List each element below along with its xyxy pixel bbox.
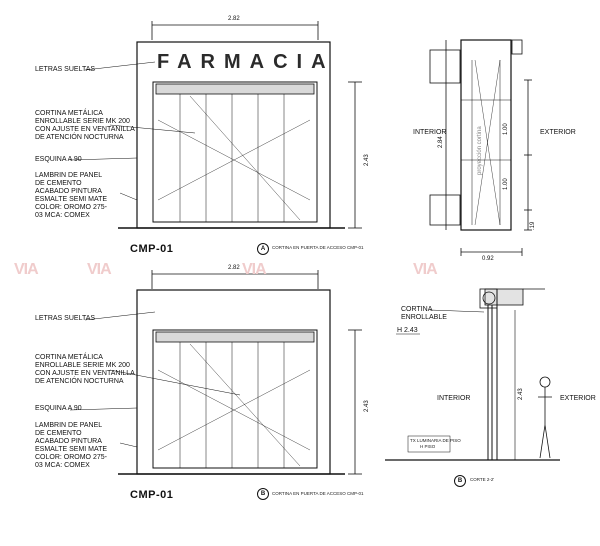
label-letras-sueltas: LETRAS SUELTAS <box>35 66 96 73</box>
sign-letters: FARMACIA <box>157 51 335 73</box>
plan-seg-1: 1.00 <box>503 123 509 135</box>
elev-top-code: CMP-01 <box>130 243 174 255</box>
elev-bottom-height-dim: 2.43 <box>364 400 370 412</box>
elev-top-marker: A <box>257 243 269 255</box>
label-cortina: CORTINA METÁLICA ENROLLABLE SERIE MK 200… <box>35 354 135 385</box>
plan-bottom-dim: 0.92 <box>482 256 494 262</box>
section-marker: B <box>454 475 466 487</box>
label-esquina: ESQUINA A 90 <box>35 405 82 412</box>
section-note-2: H PISO <box>420 444 436 449</box>
plan-exterior-label: EXTERIOR <box>540 129 576 136</box>
section-exterior-label: EXTERIOR <box>560 395 596 402</box>
label-esquina: ESQUINA A 90 <box>35 156 82 163</box>
elev-top-width-dim: 2.82 <box>228 16 240 22</box>
section-height-dim: 2.43 <box>518 388 524 400</box>
elev-top-height-dim: 2.43 <box>364 154 370 166</box>
watermark: VIA <box>87 261 112 278</box>
plan-seg-2: 1.00 <box>503 178 509 190</box>
label-letras-sueltas: LETRAS SUELTAS <box>35 315 96 322</box>
section-interior-label: INTERIOR <box>437 395 471 402</box>
watermark: VIA <box>242 261 267 278</box>
label-lambrin: LAMBRIN DE PANEL DE CEMENTO ACABADO PINT… <box>35 172 108 219</box>
elev-bottom-width-dim: 2.82 <box>228 265 240 271</box>
watermark: VIA <box>413 261 438 278</box>
elev-bottom-code: CMP-01 <box>130 489 174 501</box>
section-cortina-label: CORTINA ENROLLABLE <box>401 306 447 321</box>
plan-small-dim: .19 <box>530 221 536 230</box>
plan-height-dim: 2.84 <box>438 136 444 148</box>
elev-top-caption: CORTINA EN PUERTA DE ACCESO CMP-01 <box>272 245 364 250</box>
section-level: H 2.43 <box>397 327 418 334</box>
watermark: VIA <box>14 261 39 278</box>
section-caption: CORTE 2-2' <box>470 477 495 482</box>
elev-bottom-caption: CORTINA EN PUERTA DE ACCESO CMP-01 <box>272 491 364 496</box>
section-note: TX LUMINARIA DE PISO <box>410 438 461 443</box>
elev-bottom-marker: B <box>257 488 269 500</box>
label-cortina: CORTINA METÁLICA ENROLLABLE SERIE MK 200… <box>35 110 135 141</box>
plan-interior-label: INTERIOR <box>413 129 447 136</box>
plan-projection-label: proyección cortina <box>477 126 483 175</box>
label-lambrin: LAMBRIN DE PANEL DE CEMENTO ACABADO PINT… <box>35 422 108 469</box>
